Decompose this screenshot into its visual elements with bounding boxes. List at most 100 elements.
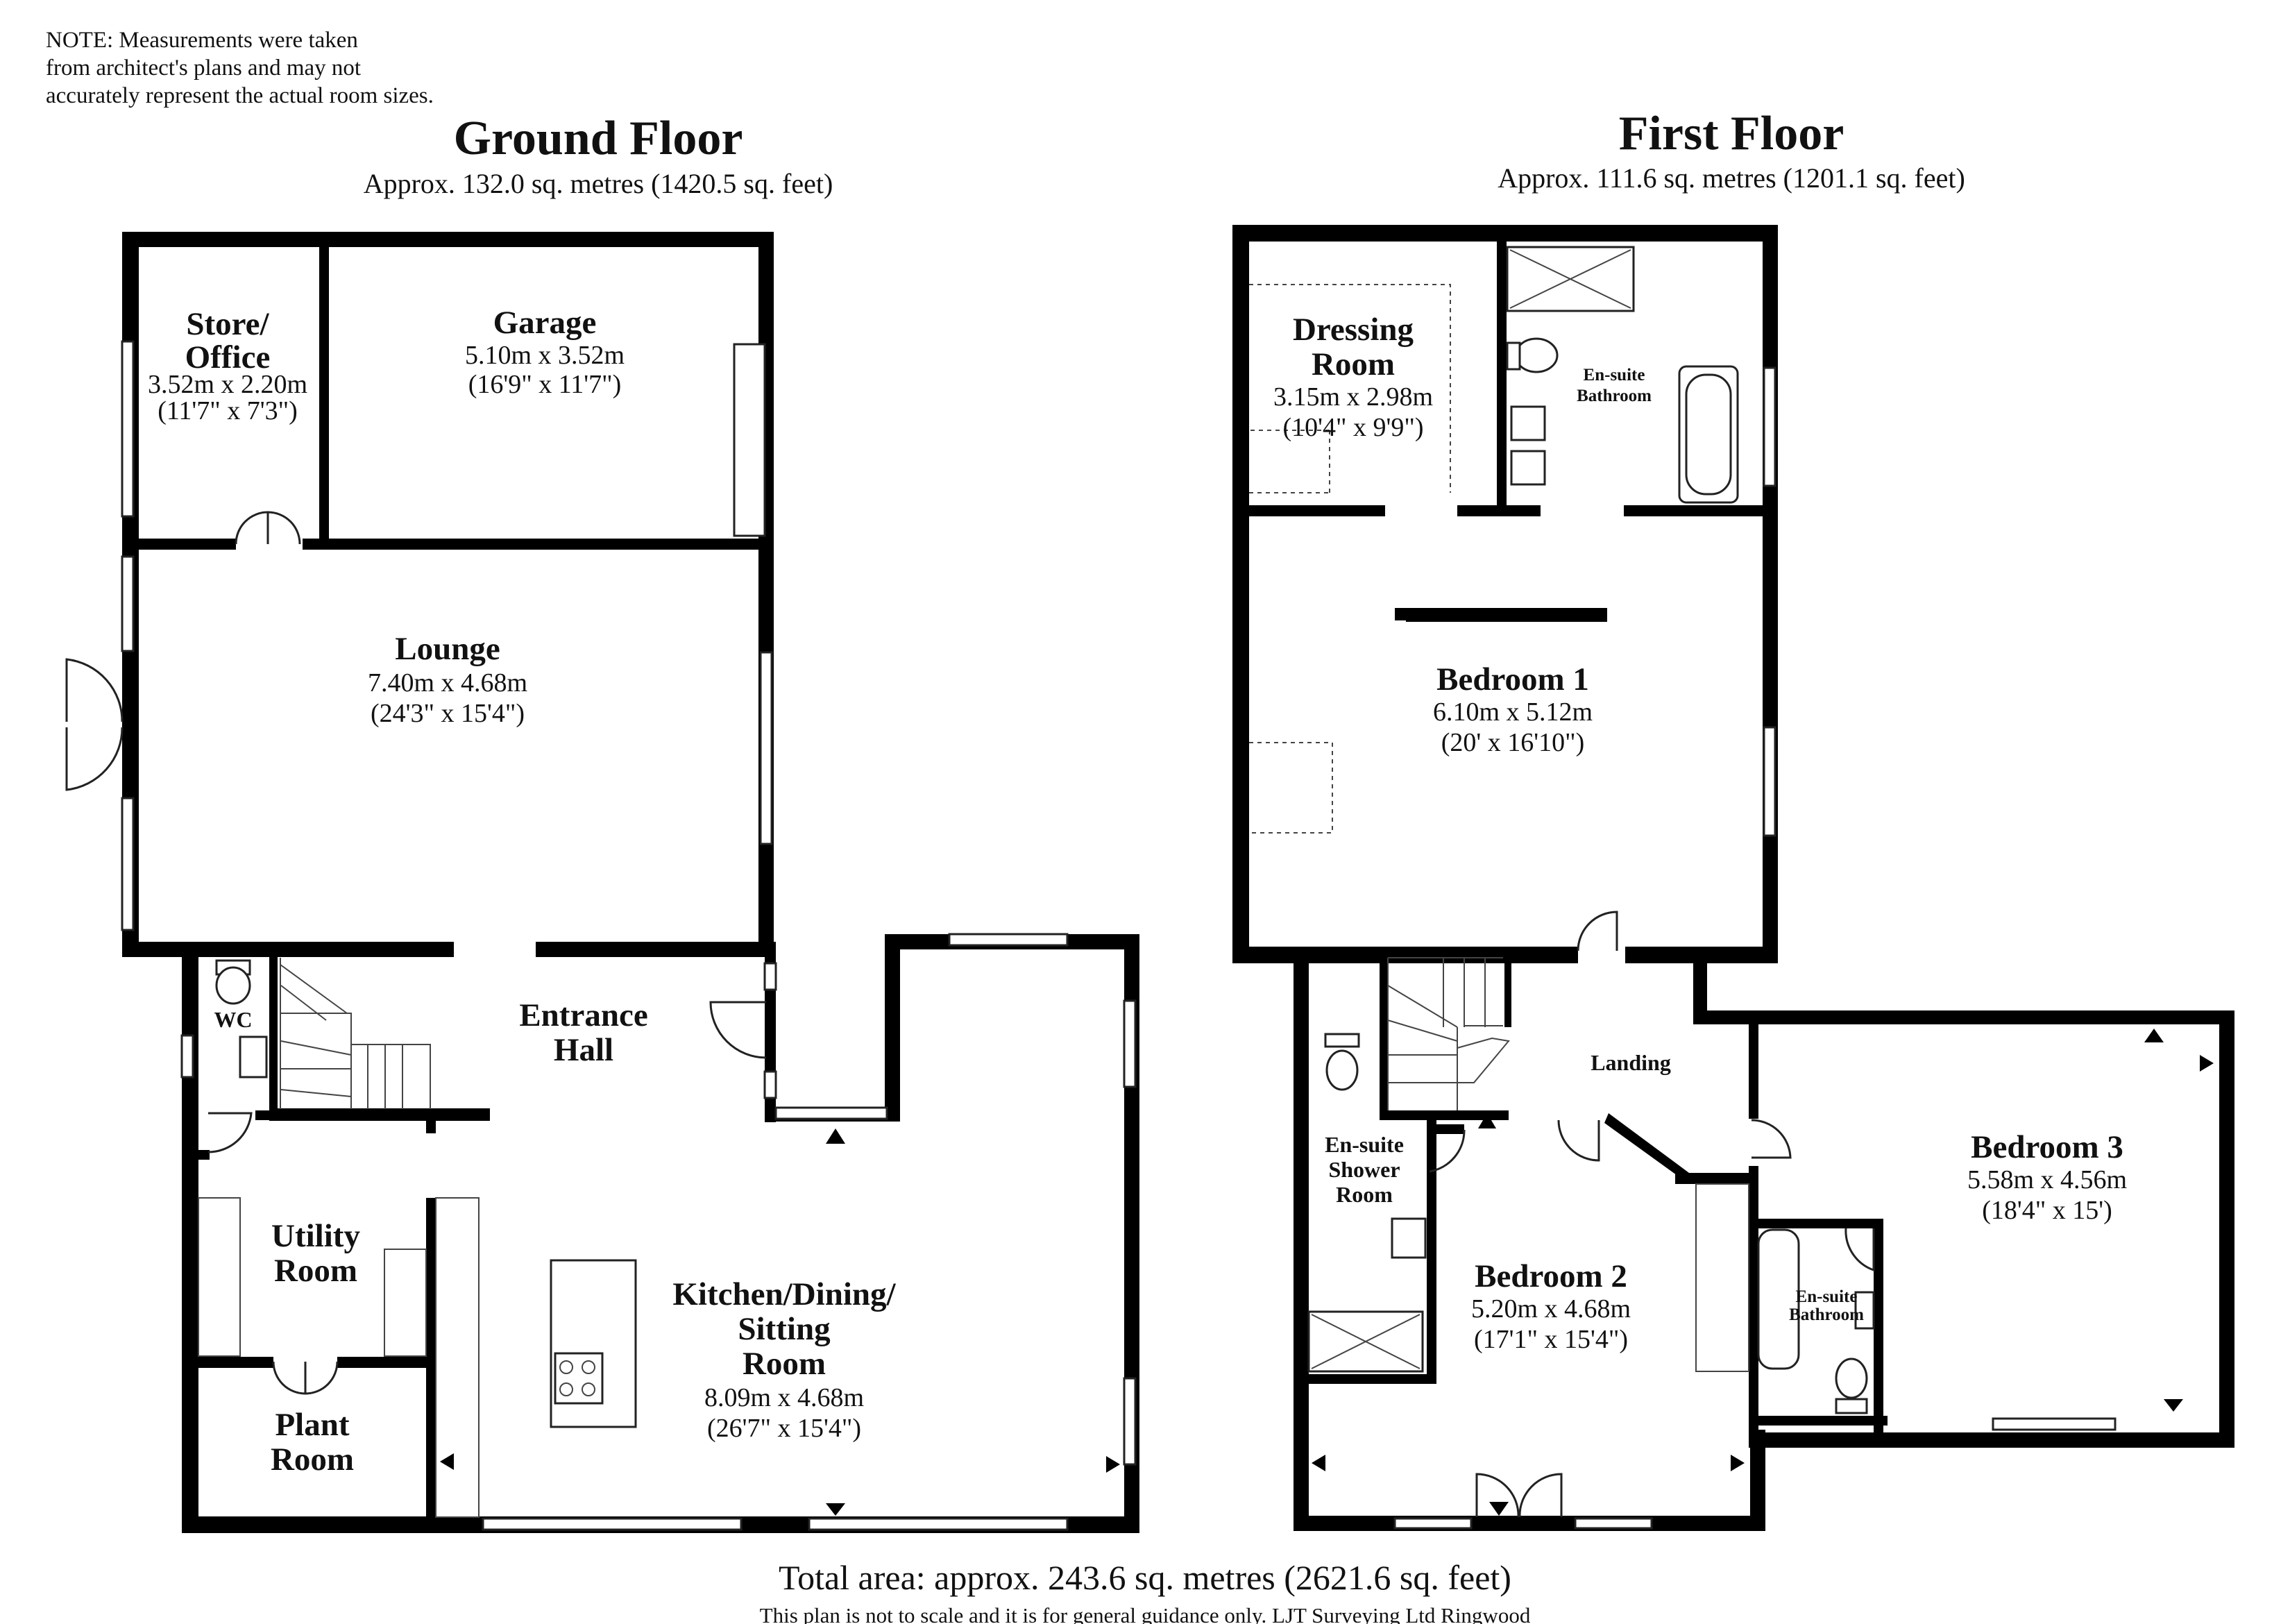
kitchen-label-1: Kitchen/Dining/	[672, 1276, 896, 1312]
arrow-marker	[1478, 1113, 1496, 1128]
ensuite1-label-2: Bathroom	[1577, 387, 1652, 405]
first-floor-area: Approx. 111.6 sq. metres (1201.1 sq. fee…	[1498, 162, 1965, 194]
sink-icon	[1854, 1291, 1875, 1330]
wall	[337, 1357, 436, 1368]
door-swing	[1577, 911, 1618, 951]
wall	[1749, 1010, 1758, 1119]
ensuite3-label-1: En-suite	[1796, 1287, 1858, 1306]
window	[1763, 726, 1776, 837]
dressing-label-1: Dressing	[1293, 312, 1414, 348]
wall	[122, 539, 236, 550]
store-label-1: Store/	[186, 306, 269, 342]
window	[121, 340, 135, 518]
toilet-icon	[1325, 1049, 1359, 1091]
wall	[1693, 955, 1707, 1023]
window	[1393, 1517, 1473, 1530]
arrow-marker	[1106, 1456, 1120, 1473]
bedroom1-imperial: (20' x 16'10")	[1441, 728, 1585, 757]
wall	[122, 232, 774, 247]
kitchen-label-2: Sitting	[738, 1311, 831, 1347]
wall	[1675, 1173, 1758, 1184]
ground-floor-plan: Store/ Office 3.52m x 2.20m (11'7" x 7'3…	[65, 232, 1139, 1533]
window	[1992, 1417, 2117, 1431]
wall	[1294, 955, 1309, 1531]
wall	[122, 942, 454, 957]
arrow-marker	[440, 1453, 454, 1470]
wall	[1457, 505, 1541, 516]
door-swing	[305, 1361, 339, 1395]
utility-label-2: Room	[274, 1253, 357, 1289]
toilet-icon	[215, 966, 251, 1005]
garage-door	[733, 343, 766, 537]
note-line-3: accurately represent the actual room siz…	[46, 83, 434, 108]
wall	[1294, 1374, 1436, 1384]
plant-label-2: Room	[271, 1441, 354, 1478]
door-swing	[267, 511, 301, 545]
arrow-marker	[1489, 1502, 1509, 1516]
sink-icon	[1510, 405, 1546, 441]
window	[482, 1517, 743, 1531]
garage-label: Garage	[493, 305, 597, 341]
store-metric: 3.52m x 2.20m	[148, 370, 307, 399]
bath-icon	[1757, 1228, 1800, 1370]
toilet-icon	[1514, 337, 1559, 373]
bedroom2-metric: 5.20m x 4.68m	[1471, 1294, 1631, 1323]
wall	[885, 934, 900, 1122]
toilet-icon	[1835, 1357, 1868, 1399]
sink-icon	[1391, 1217, 1427, 1259]
dressing-imperial: (10'4" x 9'9")	[1282, 413, 1423, 442]
wall	[1763, 225, 1778, 963]
wall	[1395, 608, 1607, 620]
disclaimer: This plan is not to scale and it is for …	[760, 1603, 1531, 1624]
wall	[1436, 1124, 1464, 1134]
dressing-label-2: Room	[1312, 346, 1395, 382]
door-swing	[1518, 1473, 1563, 1518]
staircase	[1387, 957, 1510, 1110]
wall	[269, 957, 278, 1114]
entrance-label-1: Entrance	[519, 997, 647, 1033]
shower-label-1: En-suite	[1325, 1132, 1404, 1157]
bedroom3-label: Bedroom 3	[1971, 1129, 2123, 1165]
wall	[1232, 505, 1385, 516]
door-swing	[207, 1112, 253, 1153]
door-swing	[65, 658, 124, 722]
wall	[1232, 225, 1249, 963]
wall	[182, 1357, 273, 1368]
wall	[1380, 1110, 1509, 1120]
wall	[1427, 1120, 1436, 1381]
first-floor-title: First Floor	[1619, 107, 1844, 160]
wall	[1497, 242, 1507, 511]
store-imperial: (11'7" x 7'3")	[158, 396, 298, 425]
wall	[1232, 225, 1778, 242]
sink-icon	[239, 1035, 268, 1079]
arrow-marker	[1731, 1455, 1745, 1471]
window	[808, 1517, 1069, 1531]
window	[763, 962, 777, 991]
wall	[1232, 947, 1578, 963]
hob-icon	[554, 1352, 604, 1405]
door-swing	[272, 1361, 307, 1395]
window	[774, 1106, 888, 1120]
worktop	[384, 1249, 427, 1357]
window	[1123, 1377, 1137, 1466]
ground-floor-title: Ground Floor	[454, 112, 743, 165]
wall	[319, 232, 329, 545]
window	[1763, 366, 1776, 487]
arrow-marker	[826, 1128, 845, 1144]
window	[759, 651, 773, 845]
kitchen-imperial: (26'7" x 15'4")	[707, 1414, 861, 1443]
wall	[536, 942, 765, 957]
wall	[758, 232, 774, 957]
door-swing	[235, 511, 269, 545]
wall	[1749, 1432, 2234, 1448]
wall	[1504, 955, 1511, 1027]
note-line-2: from architect's plans and may not	[46, 56, 361, 81]
landing-label: Landing	[1591, 1050, 1671, 1075]
door-swing	[1844, 1228, 1875, 1272]
bedroom1-label: Bedroom 1	[1436, 661, 1589, 697]
window	[1574, 1517, 1653, 1530]
arrow-marker	[2144, 1029, 2164, 1042]
store-label-2: Office	[185, 339, 271, 375]
shower-icon	[1506, 246, 1635, 312]
